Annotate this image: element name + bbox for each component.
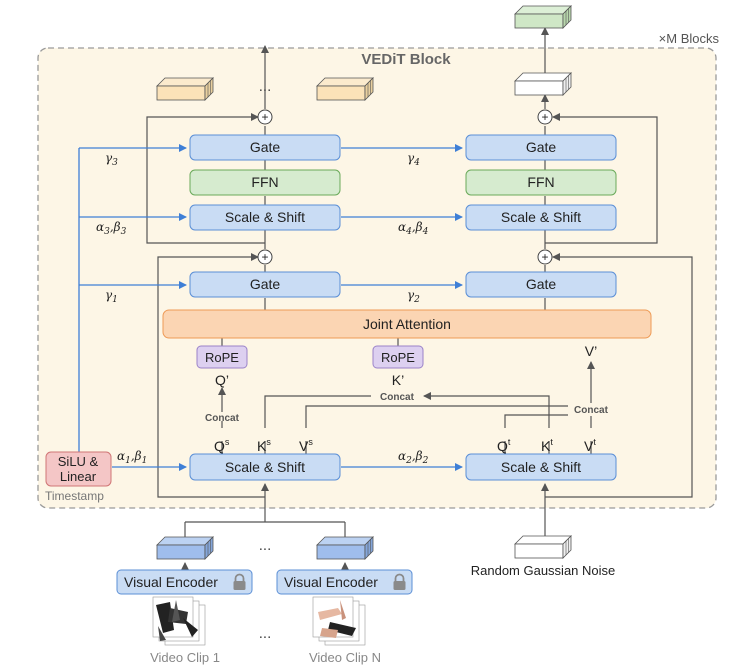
visual-encoder-label: Visual Encoder — [124, 574, 218, 590]
token-stack-icon — [316, 536, 374, 560]
conditioning-lines — [78, 144, 463, 471]
scale-shift-label: Scale & Shift — [225, 209, 305, 225]
ffn-box-right — [465, 169, 617, 196]
plus-sign: + — [261, 250, 268, 264]
token-stack-icon — [156, 77, 214, 101]
concat-label-v: Concat — [574, 405, 609, 416]
joint-attention-box — [162, 309, 652, 339]
ellipsis-clips: ... — [259, 625, 272, 642]
alpha-beta-1-label: α1,β1 — [117, 449, 147, 466]
visual-encoder-label: Visual Encoder — [284, 574, 378, 590]
gate-box-upper-right — [465, 134, 617, 161]
ellipsis-encoders: ... — [259, 537, 272, 554]
timestamp-label: Timestamp — [45, 489, 104, 503]
silu-linear-box — [45, 451, 112, 487]
video-clip-1-label: Video Clip 1 — [150, 650, 220, 665]
q-target-label: Qt — [497, 437, 511, 454]
gamma-3-label: γ3 — [105, 151, 118, 168]
random-noise-label: Random Gaussian Noise — [471, 563, 616, 578]
lock-icon — [393, 573, 406, 590]
scale-shift-box-upper-left — [189, 204, 341, 231]
silu-label-line2: Linear — [60, 469, 97, 484]
gate-box-lower-right — [465, 271, 617, 298]
video-clip-1-thumbnail — [152, 596, 206, 646]
block-title: VEDiT Block — [361, 51, 451, 68]
gate-label: Gate — [526, 276, 557, 292]
plus-sign: + — [541, 110, 548, 124]
ffn-box-left — [189, 169, 341, 196]
plus-sign: + — [261, 110, 268, 124]
gate-label: Gate — [250, 276, 281, 292]
token-stack-icon — [514, 72, 572, 96]
scale-shift-box-lower-right — [465, 453, 617, 481]
k-source-label: Ks — [257, 437, 271, 454]
ffn-label: FFN — [251, 174, 278, 190]
silu-label-line1: SiLU & — [58, 454, 99, 469]
q-prime-label: Q’ — [215, 372, 229, 388]
scale-shift-box-upper-right — [465, 204, 617, 231]
concat-label-q: Concat — [205, 413, 240, 424]
token-stack-icon — [514, 5, 572, 29]
alpha-beta-3-label: α3,β3 — [96, 220, 127, 237]
data-flow-lines — [146, 27, 693, 540]
lock-icon — [233, 573, 246, 590]
gamma-4-label: γ4 — [407, 151, 420, 168]
alpha-beta-4-label: α4,β4 — [398, 220, 429, 237]
concat-label-k: Concat — [380, 392, 415, 403]
gamma-2-label: γ2 — [407, 288, 420, 305]
rope-box-k — [372, 345, 424, 369]
rope-label: RoPE — [205, 350, 239, 365]
gamma-1-label: γ1 — [105, 288, 118, 305]
token-stack-icon — [156, 536, 214, 560]
k-prime-label: K’ — [392, 372, 404, 388]
video-clip-n-label: Video Clip N — [309, 650, 381, 665]
k-target-label: Kt — [541, 437, 553, 454]
visual-encoder-box-1 — [116, 569, 253, 595]
joint-attention-label: Joint Attention — [363, 316, 451, 332]
scale-shift-label: Scale & Shift — [501, 209, 581, 225]
repeat-label: ×M Blocks — [659, 31, 720, 46]
scale-shift-label: Scale & Shift — [225, 459, 305, 475]
rope-label: RoPE — [381, 350, 415, 365]
scale-shift-box-lower-left — [189, 453, 341, 481]
gate-box-lower-left — [189, 271, 341, 298]
token-stack-icon — [316, 77, 374, 101]
rope-box-q — [196, 345, 248, 369]
v-prime-label: V’ — [585, 343, 597, 359]
q-source-label: Qs — [214, 437, 230, 454]
v-target-label: Vt — [584, 437, 596, 454]
token-stack-icon — [514, 535, 572, 559]
vedit-block-container — [37, 47, 717, 509]
alpha-beta-2-label: α2,β2 — [398, 449, 429, 466]
visual-encoder-box-n — [276, 569, 413, 595]
gate-box-upper-left — [189, 134, 341, 161]
scale-shift-label: Scale & Shift — [501, 459, 581, 475]
v-source-label: Vs — [299, 437, 313, 454]
gate-label: Gate — [526, 139, 557, 155]
ffn-label: FFN — [527, 174, 554, 190]
plus-nodes: + + + + — [257, 109, 553, 265]
video-clip-n-thumbnail — [312, 596, 366, 646]
ellipsis-top: ... — [259, 78, 272, 95]
plus-sign: + — [541, 250, 548, 264]
gate-label: Gate — [250, 139, 281, 155]
